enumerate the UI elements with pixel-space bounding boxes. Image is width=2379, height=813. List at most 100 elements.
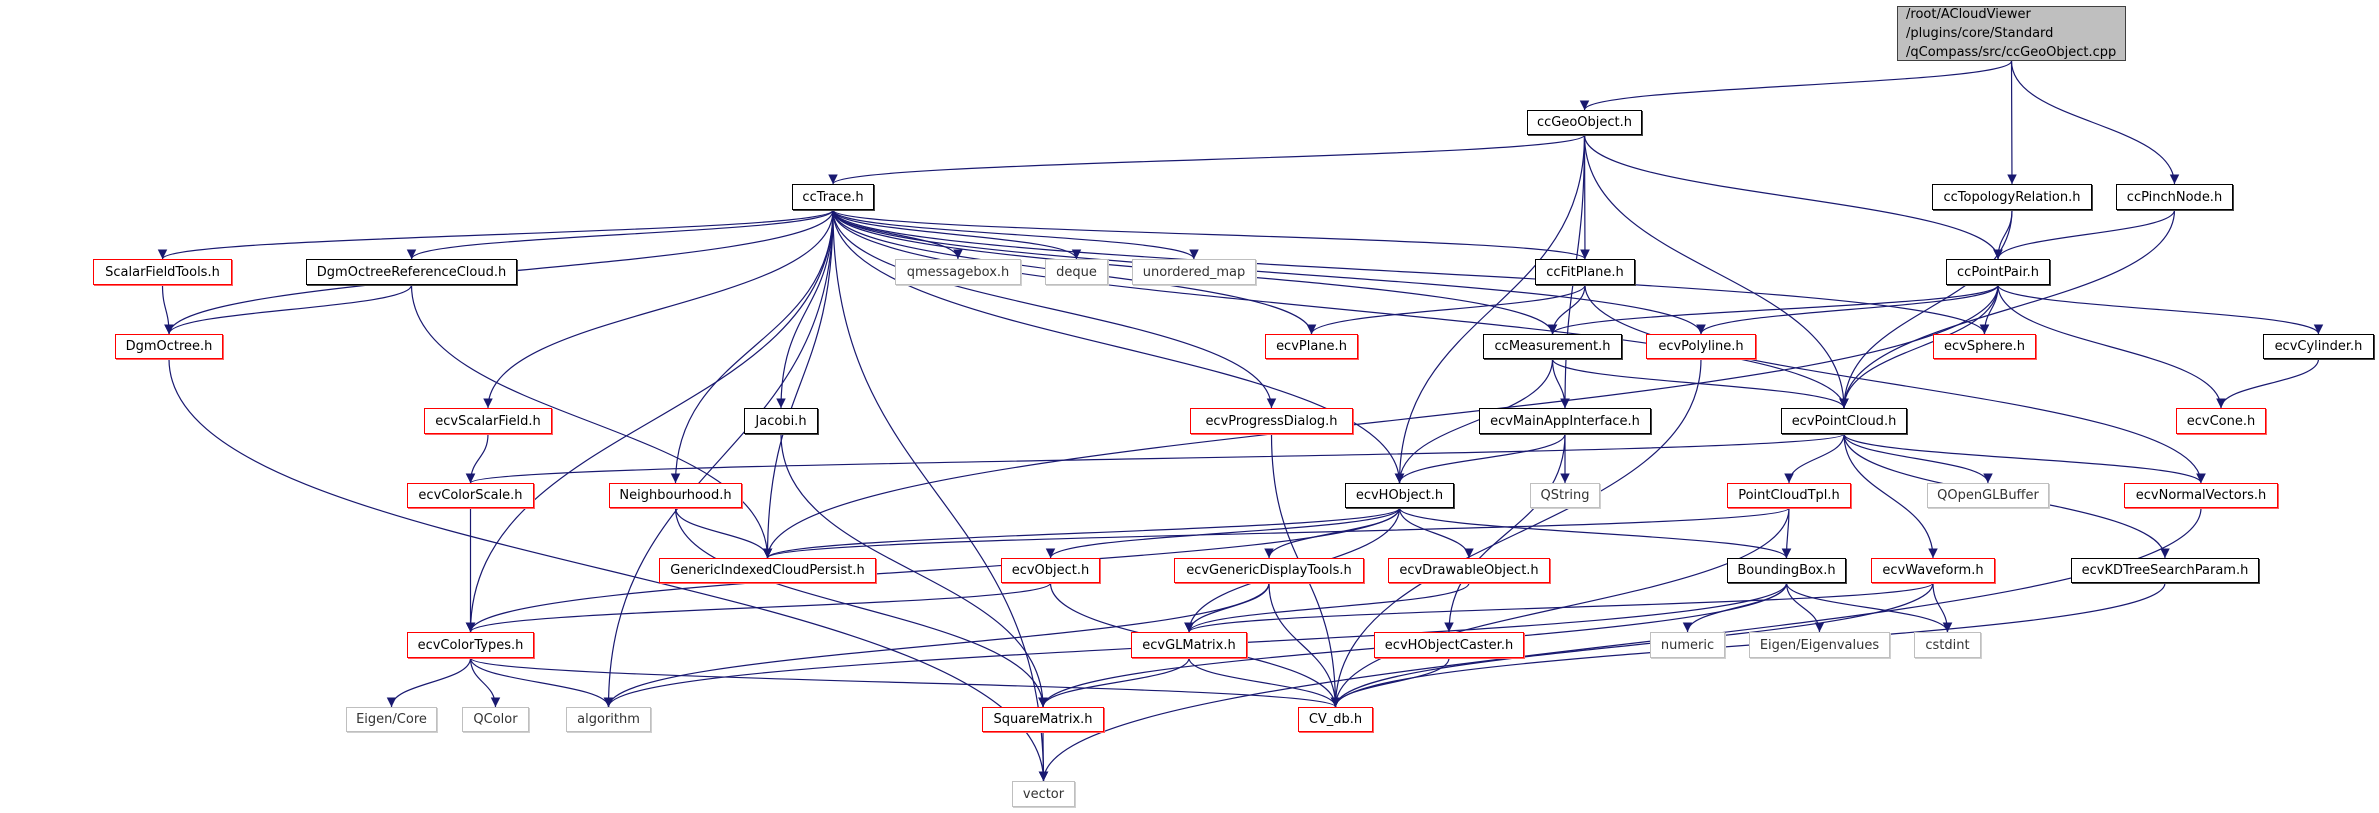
edge-ccTrace-to-ScalarFieldTools [157, 209, 834, 260]
edge-PointCloudTpl-to-GenericIndexedCloudPersist [763, 507, 1790, 559]
edge-ecvDrawableObject-to-ecvGLMatrix [1184, 582, 1470, 633]
node-Jacobi[interactable]: Jacobi.h [744, 408, 818, 434]
node-GenericIndexedCloudPersist[interactable]: GenericIndexedCloudPersist.h [659, 558, 876, 583]
node-QString[interactable]: QString [1530, 483, 1600, 508]
node-label: ccTrace.h [802, 189, 864, 205]
node-label: ecvKDTreeSearchParam.h [2081, 563, 2249, 578]
node-ccTopologyRelation[interactable]: ccTopologyRelation.h [1932, 184, 2092, 210]
node-DgmOctree[interactable]: DgmOctree.h [115, 334, 223, 359]
node-label: ccPointPair.h [1957, 264, 2039, 280]
node-ecvKDTreeSearchParam[interactable]: ecvKDTreeSearchParam.h [2071, 558, 2259, 583]
node-label: CV_db.h [1308, 712, 1363, 727]
edge-ccPointPair-to-ecvCone [1997, 284, 2226, 409]
node-label: ccPinchNode.h [2126, 189, 2223, 205]
edge-ccPinchNode-to-ccPointPair [1993, 209, 2176, 260]
node-ScalarFieldTools[interactable]: ScalarFieldTools.h [93, 259, 232, 285]
node-SquareMatrix[interactable]: SquareMatrix.h [982, 707, 1104, 732]
edge-ecvPointCloud-to-QOpenGLBuffer [1843, 433, 1993, 484]
node-QColor[interactable]: QColor [462, 707, 529, 732]
node-ccMeasurement[interactable]: ccMeasurement.h [1483, 334, 1622, 359]
node-label: QString [1540, 488, 1590, 503]
edge-ccTrace-to-ecvPolyline [832, 209, 1706, 335]
node-ecvPlane[interactable]: ecvPlane.h [1265, 334, 1358, 359]
node-ecvPolyline[interactable]: ecvPolyline.h [1646, 334, 1756, 359]
edge-ecvGLMatrix-to-SquareMatrix [1038, 657, 1190, 708]
edge-ccTrace-to-ecvScalarField [483, 209, 834, 409]
edge-Jacobi-to-SquareMatrix [780, 433, 1048, 708]
node-label: Jacobi.h [755, 413, 807, 429]
node-ccPinchNode[interactable]: ccPinchNode.h [2116, 184, 2233, 210]
node-cstdint[interactable]: cstdint [1914, 632, 1981, 658]
node-BoundingBox[interactable]: BoundingBox.h [1727, 558, 1846, 583]
edge-ccMeasurement-to-ecvMainAppInterface [1551, 358, 1570, 409]
edge-DgmOctreeReferenceCloud-to-DgmOctree [164, 284, 413, 335]
node-ccPointPair[interactable]: ccPointPair.h [1946, 259, 2050, 285]
edge-ecvHObject-to-ecvGenericDisplayTools [1264, 507, 1401, 559]
node-ecvCone[interactable]: ecvCone.h [2176, 408, 2266, 434]
edge-ccTrace-to-ecvHObject [832, 209, 1405, 484]
node-label: /root/ACloudViewer /plugins/core/Standar… [1906, 7, 2117, 60]
edge-BoundingBox-to-cstdint [1785, 582, 1953, 633]
edge-ccTrace-to-ccFitPlane [832, 209, 1590, 260]
edge-ccPointPair-to-ecvPointCloud [1839, 284, 1999, 409]
node-root[interactable]: /root/ACloudViewer /plugins/core/Standar… [1897, 6, 2126, 61]
node-ecvCylinder[interactable]: ecvCylinder.h [2263, 334, 2374, 359]
node-ccTrace[interactable]: ccTrace.h [792, 184, 874, 210]
node-ecvMainAppInterface[interactable]: ecvMainAppInterface.h [1479, 408, 1651, 434]
edge-ecvScalarField-to-ecvColorScale [465, 433, 489, 484]
node-DgmOctreeReferenceCloud[interactable]: DgmOctreeReferenceCloud.h [306, 259, 517, 285]
edge-ccGeoObject-to-ecvHObject [1394, 134, 1586, 484]
node-label: ecvPointCloud.h [1791, 413, 1897, 429]
node-ecvObject[interactable]: ecvObject.h [1001, 558, 1100, 583]
edge-ecvColorTypes-to-CV_db [469, 657, 1340, 708]
node-label: GenericIndexedCloudPersist.h [670, 563, 865, 578]
node-CV_db[interactable]: CV_db.h [1298, 707, 1373, 732]
node-label: ecvGenericDisplayTools.h [1186, 563, 1352, 578]
node-ecvGLMatrix[interactable]: ecvGLMatrix.h [1131, 632, 1247, 658]
node-PointCloudTpl[interactable]: PointCloudTpl.h [1727, 483, 1851, 508]
edge-ccGeoObject-to-ccFitPlane [1580, 134, 1590, 260]
node-numeric[interactable]: numeric [1650, 632, 1725, 658]
node-label: BoundingBox.h [1737, 563, 1836, 578]
node-Neighbourhood[interactable]: Neighbourhood.h [609, 483, 742, 508]
edge-ccPointPair-to-ecvPolyline [1696, 284, 1999, 335]
node-vector[interactable]: vector [1012, 781, 1075, 807]
node-ecvHObjectCaster[interactable]: ecvHObjectCaster.h [1374, 632, 1524, 658]
node-ecvScalarField[interactable]: ecvScalarField.h [424, 408, 552, 434]
node-ecvHObject[interactable]: ecvHObject.h [1345, 483, 1454, 508]
node-ecvDrawableObject[interactable]: ecvDrawableObject.h [1388, 558, 1550, 583]
node-algorithm[interactable]: algorithm [566, 707, 651, 732]
edge-ccTrace-to-ecvSphere [832, 209, 1990, 335]
edge-ecvGLMatrix-to-CV_db [1188, 657, 1341, 708]
node-qmessagebox[interactable]: qmessagebox.h [895, 259, 1021, 285]
edge-ccTrace-to-ecvColorTypes [465, 209, 834, 633]
node-ecvProgressDialog[interactable]: ecvProgressDialog.h [1190, 408, 1353, 434]
node-EigenCore[interactable]: Eigen/Core [346, 707, 437, 732]
node-ecvColorTypes[interactable]: ecvColorTypes.h [407, 632, 534, 658]
edge-ccFitPlane-to-ecvPlane [1306, 284, 1586, 335]
node-ecvPointCloud[interactable]: ecvPointCloud.h [1781, 408, 1907, 434]
edge-ccTrace-to-ecvProgressDialog [832, 209, 1277, 409]
node-label: ecvDrawableObject.h [1399, 563, 1539, 578]
node-ccGeoObject[interactable]: ccGeoObject.h [1527, 110, 1642, 135]
node-ecvNormalVectors[interactable]: ecvNormalVectors.h [2124, 483, 2278, 508]
node-label: ecvMainAppInterface.h [1490, 413, 1640, 429]
node-ecvSphere[interactable]: ecvSphere.h [1933, 334, 2036, 359]
edge-ccFitPlane-to-ecvNormalVectors [1584, 284, 2206, 484]
edge-ecvObject-to-ecvColorTypes [465, 582, 1052, 633]
node-ecvGenericDisplayTools[interactable]: ecvGenericDisplayTools.h [1174, 558, 1364, 583]
node-label: qmessagebox.h [906, 264, 1010, 280]
edge-ecvPointCloud-to-ecvWaveform [1843, 433, 1938, 559]
node-unordered_map[interactable]: unordered_map [1132, 259, 1256, 285]
node-EigenEigenvalues[interactable]: Eigen/Eigenvalues [1749, 632, 1890, 658]
node-label: DgmOctree.h [125, 339, 213, 354]
node-ccFitPlane[interactable]: ccFitPlane.h [1535, 259, 1635, 285]
node-QOpenGLBuffer[interactable]: QOpenGLBuffer [1927, 483, 2049, 508]
edge-DgmOctreeReferenceCloud-to-GenericIndexedCloudPersist [410, 284, 773, 559]
node-ecvWaveform[interactable]: ecvWaveform.h [1871, 558, 1995, 583]
edge-ccTrace-to-ecvPointCloud [832, 209, 1849, 409]
node-deque[interactable]: deque [1045, 259, 1108, 285]
edge-ccTrace-to-qmessagebox [832, 209, 963, 260]
node-ecvColorScale[interactable]: ecvColorScale.h [407, 483, 534, 508]
